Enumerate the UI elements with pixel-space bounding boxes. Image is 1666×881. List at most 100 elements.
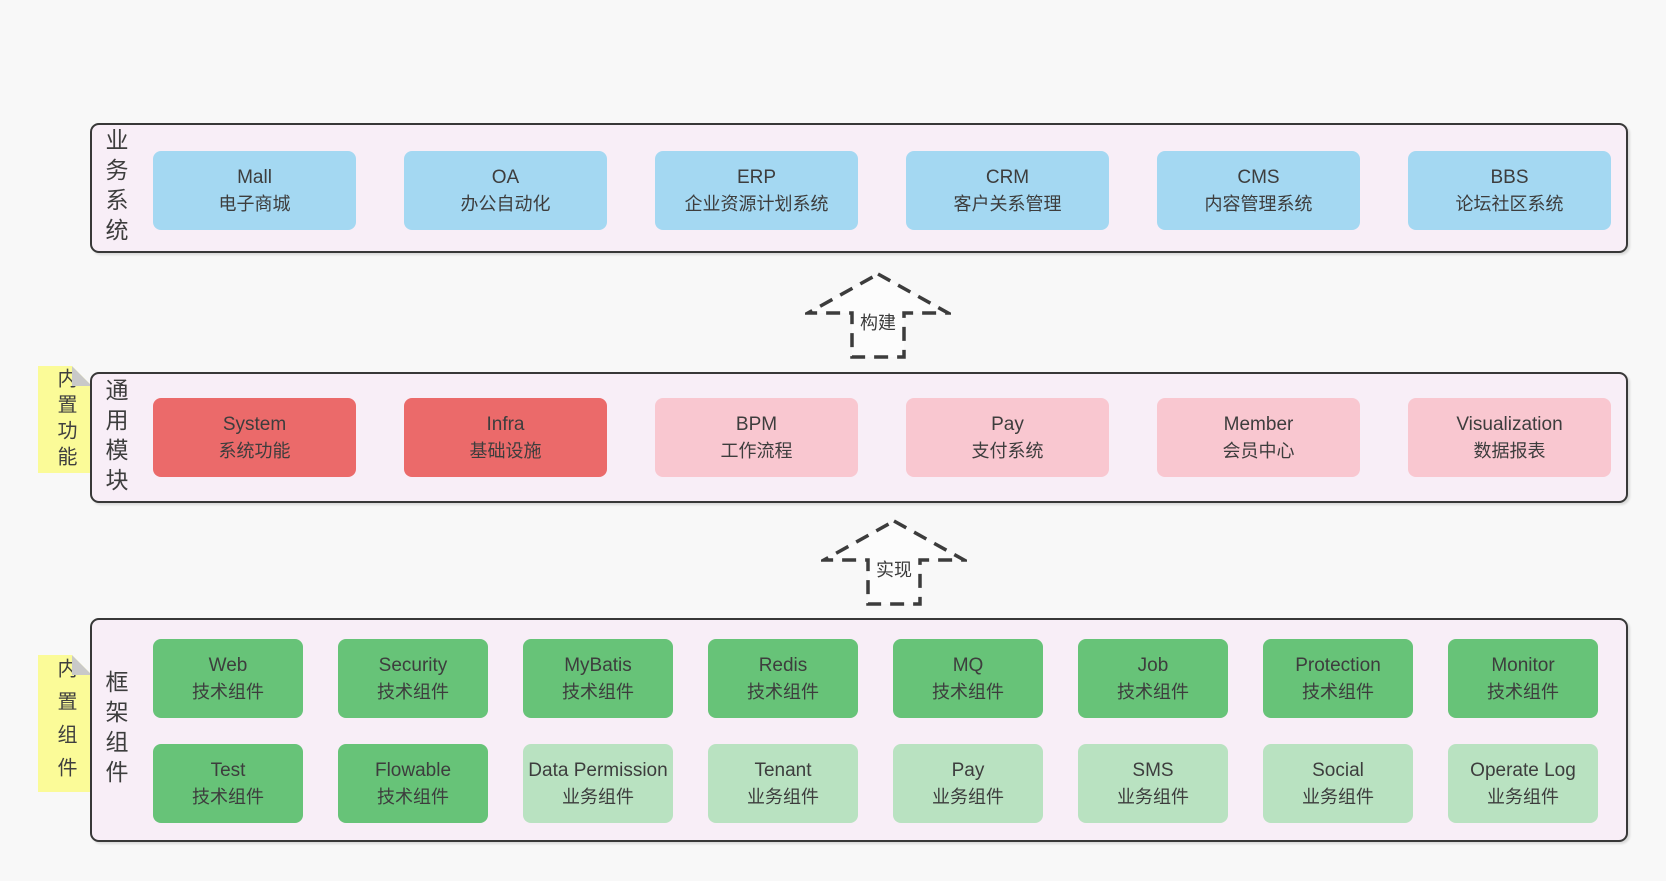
node-title: OA bbox=[491, 166, 520, 188]
node-title: CRM bbox=[985, 166, 1030, 188]
sticky-note-label: 内置功能 bbox=[54, 367, 76, 472]
node-title: MyBatis bbox=[564, 654, 632, 676]
node-oa: OA 办公自动化 bbox=[404, 151, 607, 230]
layer-common-modules: 通用模块 System 系统功能 Infra 基础设施 BPM 工作流程 Pay 支付系统 Me… bbox=[90, 372, 1628, 503]
node-title: Operate Log bbox=[1470, 759, 1576, 781]
node-redis: Redis 技术组件 bbox=[708, 639, 858, 718]
node-title: BPM bbox=[735, 413, 778, 435]
node-title: Pay bbox=[991, 413, 1024, 435]
node-title: Redis bbox=[758, 654, 808, 676]
node-subtitle: 业务组件 bbox=[1487, 786, 1559, 807]
node-row: System 系统功能 Infra 基础设施 BPM 工作流程 Pay 支付系统 Member 会… bbox=[153, 398, 1611, 477]
node-crm: CRM 客户关系管理 bbox=[906, 151, 1109, 230]
node-title: Monitor bbox=[1491, 654, 1555, 676]
node-title: System bbox=[222, 413, 287, 435]
node-subtitle: 论坛社区系统 bbox=[1455, 193, 1564, 214]
node-title: SMS bbox=[1132, 759, 1174, 781]
node-subtitle: 技术组件 bbox=[747, 681, 819, 702]
node-mall: Mall 电子商城 bbox=[153, 151, 356, 230]
node-title: Infra bbox=[486, 413, 525, 435]
node-subtitle: 工作流程 bbox=[720, 440, 793, 461]
node-member: Member 会员中心 bbox=[1157, 398, 1360, 477]
node-job: Job 技术组件 bbox=[1078, 639, 1228, 718]
node-erp: ERP 企业资源计划系统 bbox=[655, 151, 858, 230]
node-pay: Pay 支付系统 bbox=[906, 398, 1109, 477]
node-system: System 系统功能 bbox=[153, 398, 356, 477]
node-subtitle: 会员中心 bbox=[1222, 440, 1295, 461]
arrow-implement-label: 实现 bbox=[872, 560, 916, 580]
node-subtitle: 技术组件 bbox=[1117, 681, 1189, 702]
arrow-build: 构建 bbox=[805, 271, 951, 361]
node-tenant: Tenant 业务组件 bbox=[708, 744, 858, 823]
node-bpm: BPM 工作流程 bbox=[655, 398, 858, 477]
node-title: Tenant bbox=[754, 759, 812, 781]
node-data-permission: Data Permission 业务组件 bbox=[523, 744, 673, 823]
node-title: CMS bbox=[1237, 166, 1280, 188]
node-security: Security 技术组件 bbox=[338, 639, 488, 718]
node-subtitle: 技术组件 bbox=[192, 786, 264, 807]
node-title: Mall bbox=[237, 166, 272, 188]
node-subtitle: 内容管理系统 bbox=[1204, 193, 1313, 214]
node-infra: Infra 基础设施 bbox=[404, 398, 607, 477]
node-title: Protection bbox=[1295, 654, 1381, 676]
node-subtitle: 电子商城 bbox=[218, 193, 291, 214]
node-title: Web bbox=[208, 654, 248, 676]
node-subtitle: 办公自动化 bbox=[460, 193, 551, 214]
layer-label-common-modules: 通用模块 bbox=[102, 377, 128, 498]
node-title: BBS bbox=[1490, 166, 1529, 188]
node-subtitle: 技术组件 bbox=[1302, 681, 1374, 702]
node-operate-log: Operate Log 业务组件 bbox=[1448, 744, 1598, 823]
node-title: Job bbox=[1137, 654, 1169, 676]
node-subtitle: 企业资源计划系统 bbox=[684, 193, 829, 214]
node-subtitle: 技术组件 bbox=[932, 681, 1004, 702]
node-title: Visualization bbox=[1456, 413, 1563, 435]
node-mybatis: MyBatis 技术组件 bbox=[523, 639, 673, 718]
node-social: Social 业务组件 bbox=[1263, 744, 1413, 823]
node-protection: Protection 技术组件 bbox=[1263, 639, 1413, 718]
node-cms: CMS 内容管理系统 bbox=[1157, 151, 1360, 230]
node-pay: Pay 业务组件 bbox=[893, 744, 1043, 823]
node-title: Pay bbox=[951, 759, 985, 781]
node-title: Flowable bbox=[374, 759, 452, 781]
node-subtitle: 业务组件 bbox=[1302, 786, 1374, 807]
node-title: ERP bbox=[736, 166, 777, 188]
arrow-build-label: 构建 bbox=[856, 313, 900, 333]
node-title: Security bbox=[378, 654, 448, 676]
node-mq: MQ 技术组件 bbox=[893, 639, 1043, 718]
node-test: Test 技术组件 bbox=[153, 744, 303, 823]
node-title: Member bbox=[1223, 413, 1294, 435]
layer-rows: System 系统功能 Infra 基础设施 BPM 工作流程 Pay 支付系统 Member 会… bbox=[153, 398, 1611, 477]
layer-label-framework-components: 框架组件 bbox=[102, 670, 128, 790]
node-monitor: Monitor 技术组件 bbox=[1448, 639, 1598, 718]
node-subtitle: 技术组件 bbox=[377, 786, 449, 807]
node-subtitle: 业务组件 bbox=[747, 786, 819, 807]
node-title: Data Permission bbox=[528, 759, 668, 781]
node-subtitle: 业务组件 bbox=[562, 786, 634, 807]
node-bbs: BBS 论坛社区系统 bbox=[1408, 151, 1611, 230]
layer-label-business-systems: 业务系统 bbox=[102, 128, 128, 248]
node-web: Web 技术组件 bbox=[153, 639, 303, 718]
node-row: Mall 电子商城 OA 办公自动化 ERP 企业资源计划系统 CRM 客户关系管理 CMS 内容… bbox=[153, 151, 1611, 230]
layer-rows: Mall 电子商城 OA 办公自动化 ERP 企业资源计划系统 CRM 客户关系管理 CMS 内容… bbox=[153, 151, 1611, 230]
node-title: Test bbox=[210, 759, 246, 781]
layer-business-systems: 业务系统 Mall 电子商城 OA 办公自动化 ERP 企业资源计划系统 CRM 客户关系管理… bbox=[90, 123, 1628, 253]
node-title: Social bbox=[1312, 759, 1364, 781]
node-subtitle: 支付系统 bbox=[971, 440, 1044, 461]
node-subtitle: 基础设施 bbox=[469, 440, 542, 461]
node-subtitle: 技术组件 bbox=[192, 681, 264, 702]
node-title: MQ bbox=[952, 654, 984, 676]
node-subtitle: 客户关系管理 bbox=[953, 193, 1062, 214]
node-subtitle: 数据报表 bbox=[1473, 440, 1546, 461]
sticky-note-built-in-features: 内置功能 bbox=[38, 366, 92, 473]
node-subtitle: 业务组件 bbox=[932, 786, 1004, 807]
node-subtitle: 技术组件 bbox=[562, 681, 634, 702]
node-subtitle: 技术组件 bbox=[1487, 681, 1559, 702]
node-subtitle: 技术组件 bbox=[377, 681, 449, 702]
node-subtitle: 系统功能 bbox=[218, 440, 291, 461]
